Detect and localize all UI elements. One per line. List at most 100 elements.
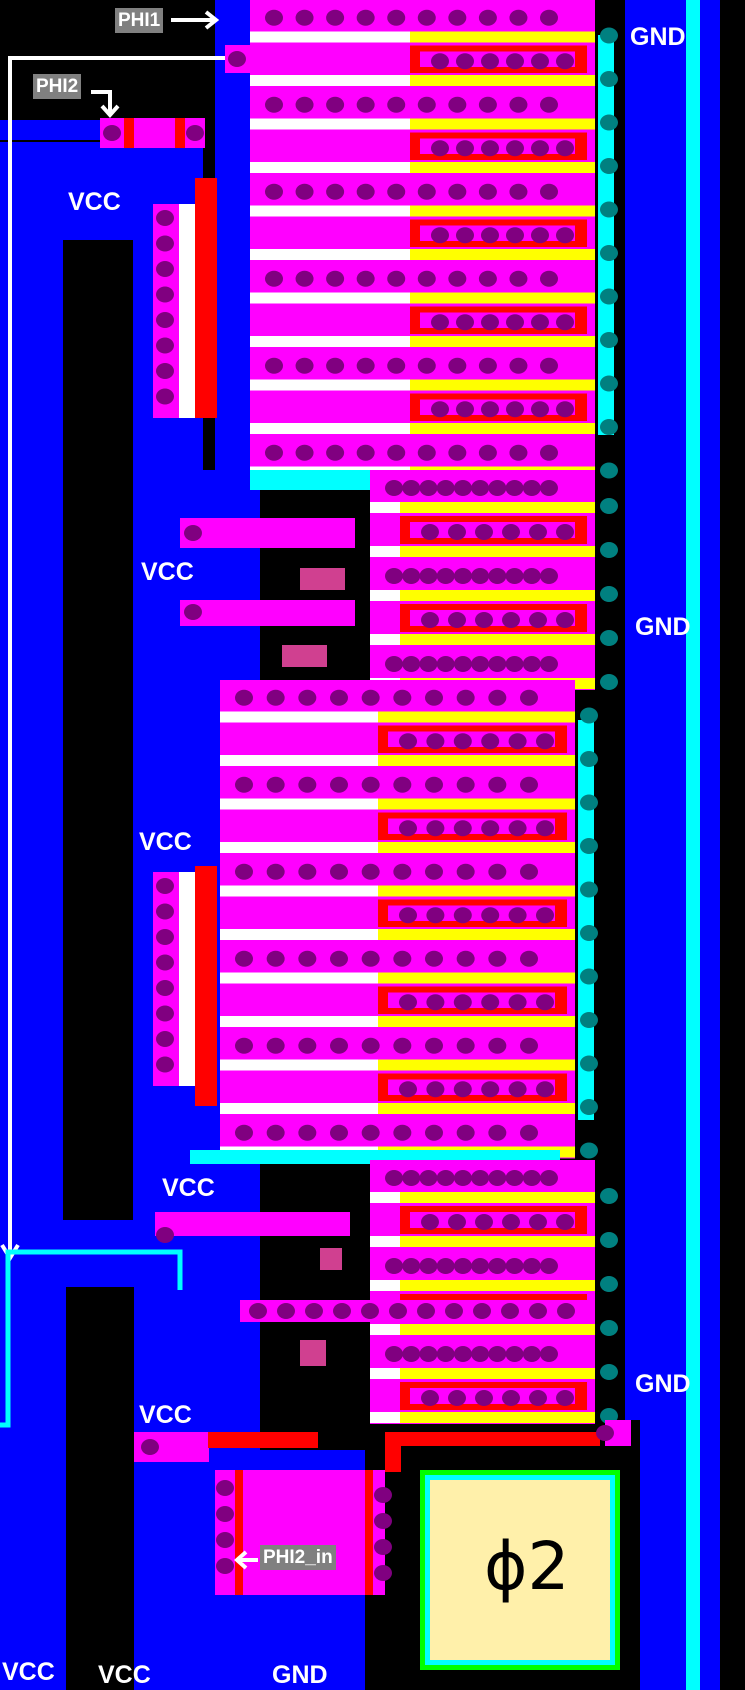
contact	[295, 9, 314, 26]
via	[580, 1099, 598, 1115]
top-stack-gate	[410, 292, 595, 304]
contact	[557, 1303, 575, 1319]
contact	[356, 357, 375, 374]
contact	[374, 1565, 392, 1581]
top-stack-gate-wire	[250, 205, 410, 217]
contact	[520, 1037, 538, 1054]
contact	[509, 9, 528, 26]
vcc-label: VCC	[162, 1174, 215, 1202]
top-stack-gate	[410, 75, 595, 86]
contact	[156, 1031, 174, 1047]
contact	[473, 1303, 491, 1319]
contact	[235, 689, 253, 706]
contact	[417, 96, 436, 113]
contact	[502, 524, 520, 540]
contact	[488, 1258, 507, 1274]
contact	[522, 568, 541, 584]
bottom-stack-gate	[400, 1236, 595, 1247]
contact	[478, 183, 497, 200]
top-stack-gate	[410, 118, 595, 130]
contact	[556, 401, 574, 418]
contact	[456, 314, 474, 331]
via	[600, 1188, 618, 1204]
metal2-gnd-strap	[598, 35, 614, 435]
poly-strap	[195, 866, 217, 1106]
via	[600, 27, 618, 44]
contact	[556, 1214, 574, 1230]
contact	[509, 183, 528, 200]
via	[600, 1232, 618, 1248]
contact	[481, 733, 500, 750]
poly-contact	[300, 1340, 326, 1366]
lower-stack-gate-wire	[220, 1016, 378, 1027]
lower-stack-gate	[378, 1103, 575, 1114]
mid-stack-gate-wire	[370, 634, 400, 645]
contact	[387, 444, 406, 461]
via	[600, 375, 618, 392]
contact	[478, 270, 497, 287]
well-gap	[66, 1287, 134, 1690]
contact	[431, 314, 449, 331]
contact	[399, 994, 417, 1011]
contact	[501, 1303, 519, 1319]
top-stack-gate-wire	[250, 423, 410, 434]
contact	[478, 357, 497, 374]
contact	[453, 1346, 472, 1362]
contact	[426, 1081, 445, 1098]
contact	[531, 140, 549, 157]
contact	[361, 863, 380, 880]
diff-finger	[180, 518, 355, 548]
contact	[448, 612, 466, 628]
contact	[448, 357, 467, 374]
contact	[330, 776, 348, 793]
contact	[326, 357, 345, 374]
contact	[421, 612, 439, 628]
vcc-label: VCC	[141, 558, 194, 586]
contact	[421, 1214, 439, 1230]
bottom-stack-gate	[400, 1412, 595, 1423]
via	[580, 881, 598, 898]
contact	[425, 863, 443, 880]
contact	[298, 689, 317, 706]
bottom-stack-gate-wire	[370, 1324, 400, 1335]
contact	[305, 1303, 323, 1319]
via	[600, 542, 618, 558]
contact	[478, 9, 497, 26]
contact	[356, 183, 375, 200]
contact	[540, 1170, 558, 1186]
contact	[536, 1081, 554, 1098]
contact	[531, 401, 549, 418]
contact	[419, 480, 438, 496]
vcc-label: VCC	[139, 828, 192, 856]
contact	[156, 337, 174, 354]
contact	[184, 604, 202, 620]
contact	[387, 96, 406, 113]
via	[600, 158, 618, 174]
mid-stack-gate-wire	[370, 502, 400, 513]
contact	[419, 656, 438, 672]
contact	[385, 1170, 403, 1186]
contact	[156, 235, 174, 252]
contact	[456, 1124, 475, 1141]
contact	[235, 1124, 253, 1141]
contact	[356, 96, 375, 113]
top-stack-gate	[410, 162, 595, 173]
bottom-stack-gate	[400, 1324, 595, 1335]
contact	[266, 1037, 285, 1054]
contact	[520, 776, 538, 793]
poly-contact	[300, 568, 345, 590]
via	[580, 1055, 598, 1072]
contact	[453, 907, 472, 924]
contact	[448, 1214, 466, 1230]
contact	[556, 227, 574, 244]
mid-stack-gate	[400, 546, 595, 557]
diff-finger	[180, 600, 355, 626]
contact	[456, 140, 474, 157]
contact	[520, 863, 538, 880]
bottom-stack-gate	[400, 1192, 595, 1203]
via	[600, 245, 618, 261]
via	[580, 968, 598, 985]
contact	[402, 1170, 421, 1186]
contact	[228, 51, 246, 67]
